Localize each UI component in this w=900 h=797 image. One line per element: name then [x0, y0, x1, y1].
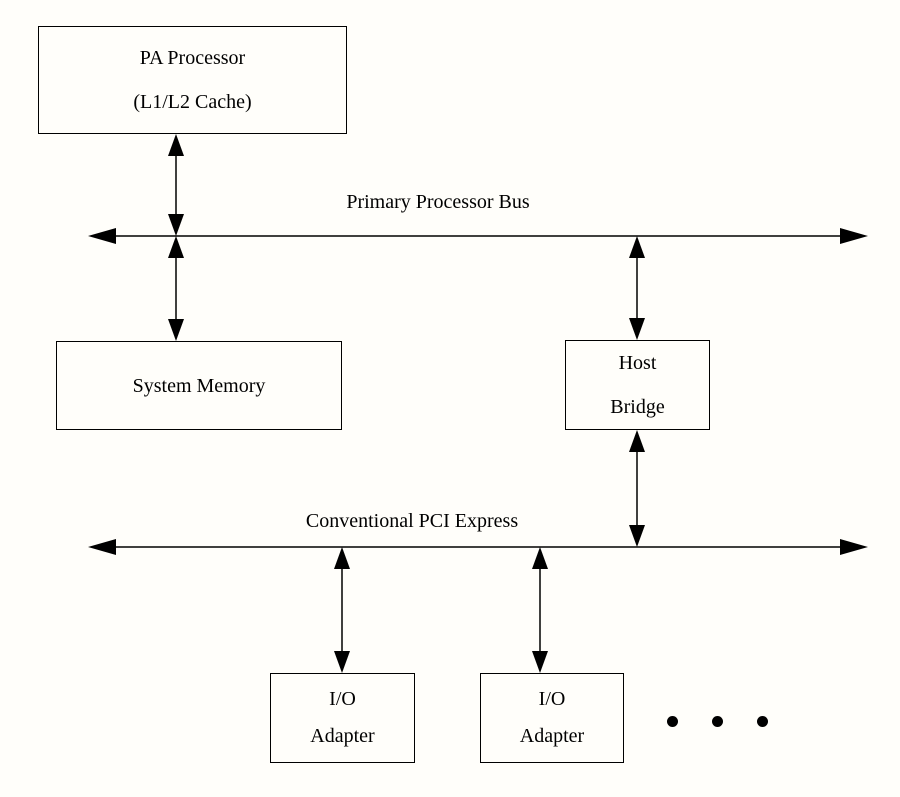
host-bridge-box: Host Bridge	[565, 340, 710, 430]
ellipsis-dot-icon	[757, 716, 768, 727]
up-arrowhead-icon	[334, 547, 350, 569]
pa-processor-label-line-1: PA Processor	[139, 47, 246, 69]
io-adapter-1-label-line-2: Adapter	[310, 725, 375, 747]
pa-processor-label-line-2: (L1/L2 Cache)	[133, 91, 252, 113]
ellipsis-dot-icon	[712, 716, 723, 727]
host-bridge-label-line-2: Bridge	[610, 396, 665, 418]
up-arrowhead-icon	[168, 134, 184, 156]
down-arrowhead-icon	[168, 214, 184, 236]
io-adapter-1-box: I/O Adapter	[270, 673, 415, 763]
left-arrowhead-icon	[88, 228, 116, 244]
system-memory-box: System Memory	[56, 341, 342, 430]
ellipsis-dot-icon	[667, 716, 678, 727]
down-arrowhead-icon	[334, 651, 350, 673]
primary-processor-bus-line	[88, 228, 868, 244]
primary-bus-to-system-memory-arrow	[168, 236, 184, 341]
conventional-pci-express-label: Conventional PCI Express	[305, 510, 519, 532]
io-adapter-2-label-line-2: Adapter	[519, 725, 585, 747]
left-arrowhead-icon	[88, 539, 116, 555]
primary-processor-bus-label: Primary Processor Bus	[346, 191, 530, 213]
host-bridge-to-pci-bus-arrow	[629, 430, 645, 547]
up-arrowhead-icon	[629, 236, 645, 258]
host-bridge-label-line-1: Host	[618, 352, 657, 374]
down-arrowhead-icon	[629, 525, 645, 547]
io-adapter-2-label-line-1: I/O	[538, 688, 566, 710]
pa-processor-box: PA Processor (L1/L2 Cache)	[38, 26, 347, 134]
up-arrowhead-icon	[629, 430, 645, 452]
down-arrowhead-icon	[532, 651, 548, 673]
right-arrowhead-icon	[840, 539, 868, 555]
io-adapter-2-box: I/O Adapter	[480, 673, 624, 763]
down-arrowhead-icon	[629, 318, 645, 340]
pci-express-bus-line	[88, 539, 868, 555]
right-arrowhead-icon	[840, 228, 868, 244]
ellipsis-dots	[667, 716, 768, 727]
pa-processor-to-primary-bus-arrow	[168, 134, 184, 236]
pci-bus-to-io-adapter-1-arrow	[334, 547, 350, 673]
up-arrowhead-icon	[168, 236, 184, 258]
primary-bus-to-host-bridge-arrow	[629, 236, 645, 340]
pci-bus-to-io-adapter-2-arrow	[532, 547, 548, 673]
down-arrowhead-icon	[168, 319, 184, 341]
up-arrowhead-icon	[532, 547, 548, 569]
system-memory-label: System Memory	[132, 374, 266, 397]
io-adapter-1-label-line-1: I/O	[329, 688, 356, 710]
